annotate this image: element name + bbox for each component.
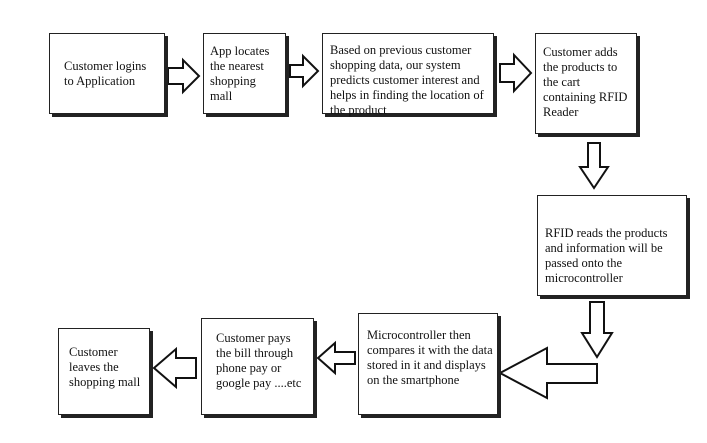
arrow-predict-to-cart (499, 52, 533, 94)
step-pay-text: Customer pays the bill through phone pay… (216, 331, 302, 390)
step-login-text: Customer logins to Application (64, 59, 147, 88)
arrow-locate-to-predict (289, 53, 320, 89)
step-leave-text: Customer leaves the shopping mall (69, 345, 141, 389)
step-rfid: RFID reads the products and information … (537, 195, 687, 296)
step-cart-text: Customer adds the products to the cart c… (543, 45, 628, 119)
arrow-login-to-locate (167, 57, 201, 95)
step-leave: Customer leaves the shopping mall (58, 328, 150, 415)
step-predict: Based on previous customer shopping data… (322, 33, 494, 117)
step-pay: Customer pays the bill through phone pay… (201, 318, 314, 415)
step-rfid-text: RFID reads the products and information … (545, 226, 668, 285)
step-micro-text: Microcontroller then compares it with th… (367, 328, 493, 387)
arrow-micro-to-pay (316, 340, 356, 376)
step-predict-text: Based on previous customer shopping data… (330, 43, 484, 117)
step-cart: Customer adds the products to the cart c… (535, 33, 637, 134)
step-micro: Microcontroller then compares it with th… (358, 313, 498, 415)
step-locate-text: App locates the nearest shopping mall (210, 44, 270, 103)
arrow-rfid-down (580, 301, 614, 359)
arrow-pay-to-leave (152, 346, 197, 390)
step-locate: App locates the nearest shopping mall (203, 33, 286, 114)
arrow-cart-to-rfid (578, 142, 610, 190)
step-login: Customer logins to Application (49, 33, 165, 114)
arrow-rfid-to-micro (497, 346, 598, 400)
